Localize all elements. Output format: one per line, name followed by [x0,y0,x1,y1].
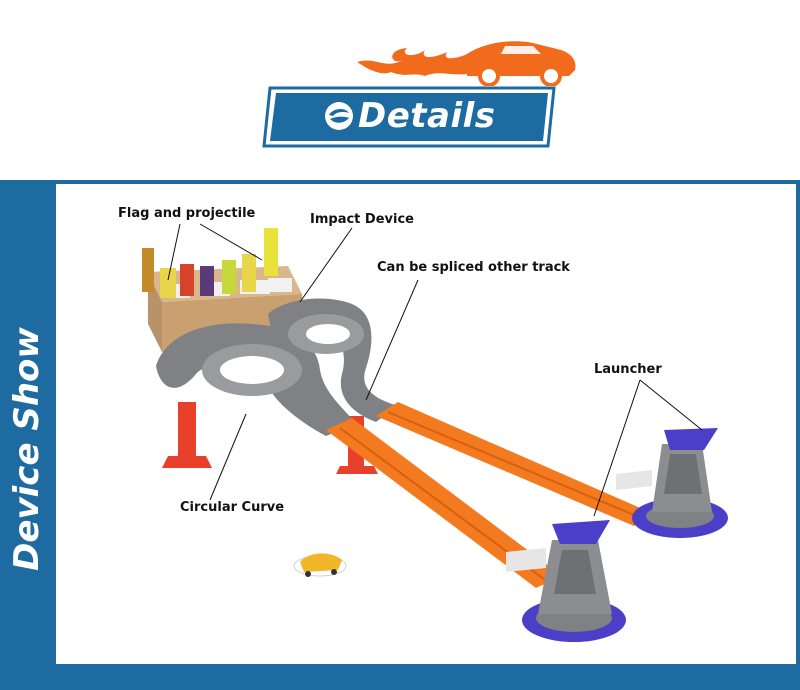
launcher-back [616,428,728,538]
callout-flag: Flag and projectile [118,206,256,221]
flags [142,228,278,298]
circular-curve [156,298,398,436]
page-title: Details [358,96,496,136]
callout-lines [167,223,703,517]
callout-impact: Impact Device [310,212,414,227]
callout-launcher: Launcher [594,362,662,377]
flame-car-icon [357,41,576,86]
callout-splice: Can be spliced other track [377,260,570,275]
toy-car [293,553,347,577]
launcher-front [506,520,626,642]
side-title: Device Show [7,327,47,571]
track-set-illustration [142,223,728,642]
swirl-logo-icon [325,102,353,130]
orange-track [376,402,654,526]
support-leg [178,402,196,466]
callout-curve: Circular Curve [180,500,285,515]
